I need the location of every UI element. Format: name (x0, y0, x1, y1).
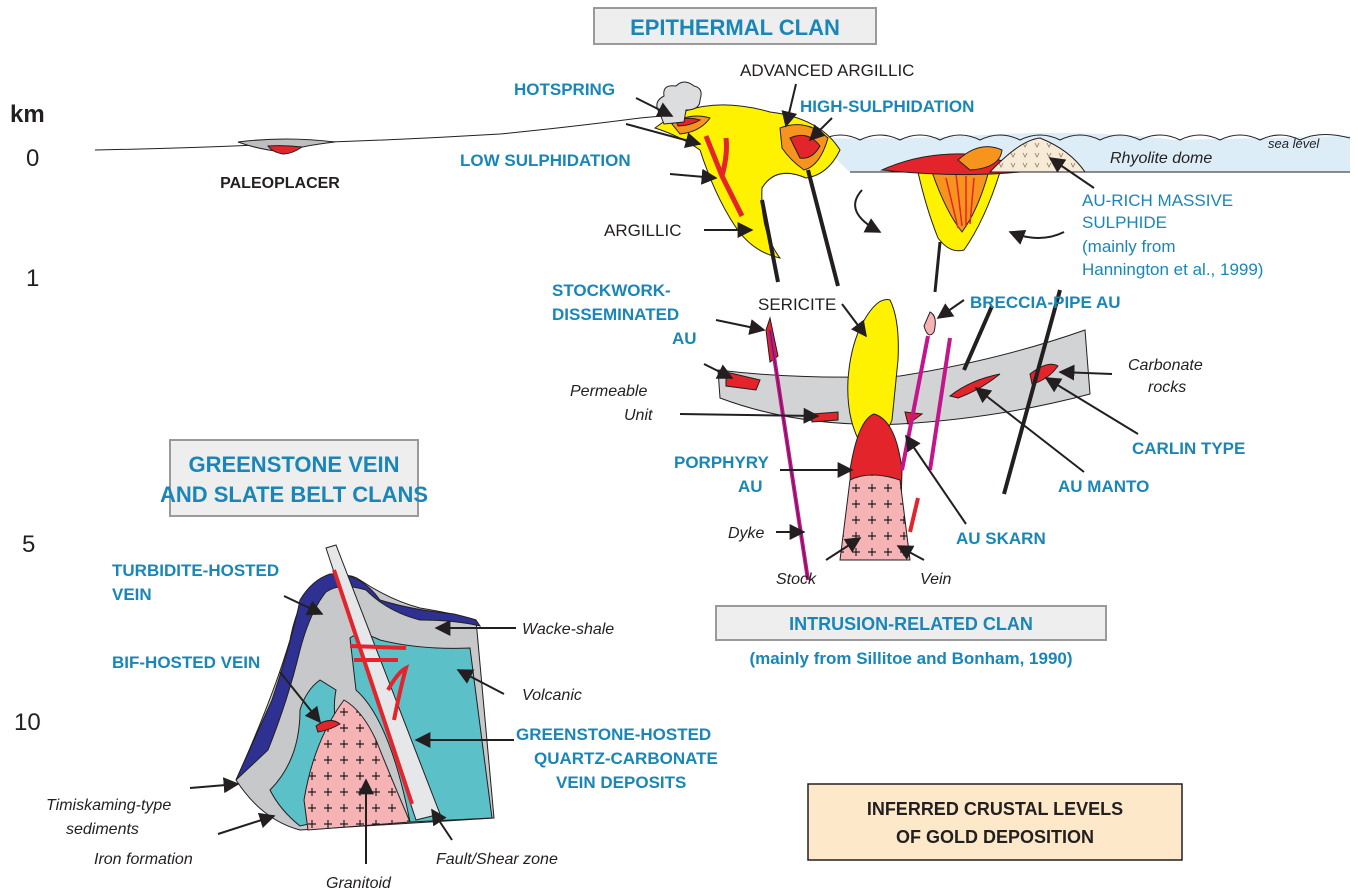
inferred-levels-box: INFERRED CRUSTAL LEVELS OF GOLD DEPOSITI… (808, 784, 1182, 860)
label-carbonate-line1: Carbonate (1128, 357, 1203, 374)
label-porphyry-line2: AU (738, 477, 763, 496)
depth-axis: km 0 1 5 10 (10, 101, 45, 736)
label-vms-line2: SULPHIDE (1082, 213, 1167, 232)
label-porphyry-line1: PORPHYRY (674, 453, 769, 472)
label-fault-shear: Fault/Shear zone (436, 851, 558, 868)
label-paleoplacer: PALEOPLACER (220, 175, 340, 192)
greenstone-title-line1: GREENSTONE VEIN (188, 452, 399, 477)
label-stockwork-line3: AU (672, 329, 697, 348)
label-sericite: SERICITE (758, 295, 836, 314)
label-timiskaming-line2: sediments (66, 821, 139, 838)
intrusion-source: (mainly from Sillitoe and Bonham, 1990) (749, 649, 1072, 668)
axis-tick-0: 0 (26, 145, 39, 172)
paleoplacer-deposit (238, 139, 335, 154)
label-permeable-line2: Unit (624, 407, 653, 424)
epithermal-title-box: EPITHERMAL CLAN (594, 8, 876, 44)
label-timiskaming-line1: Timiskaming-type (46, 797, 171, 814)
label-high-sulphidation: HIGH-SULPHIDATION (800, 97, 974, 116)
label-greenstone-qc-line3: VEIN DEPOSITS (556, 773, 686, 792)
label-vms-line1: AU-RICH MASSIVE (1082, 191, 1233, 210)
intrusion-title: INTRUSION-RELATED CLAN (789, 614, 1033, 634)
label-argillic: ARGILLIC (604, 221, 681, 240)
label-breccia-pipe: BRECCIA-PIPE AU (970, 293, 1121, 312)
label-turbidite-line1: TURBIDITE-HOSTED (112, 561, 279, 580)
axis-tick-1: 1 (26, 265, 39, 292)
intrusion-title-box: INTRUSION-RELATED CLAN (mainly from Sill… (716, 606, 1106, 668)
label-vms-line3: (mainly from (1082, 237, 1176, 256)
axis-tick-10: 10 (14, 709, 41, 736)
inferred-title-line1: INFERRED CRUSTAL LEVELS (867, 799, 1123, 819)
label-sea-level: sea level (1268, 136, 1320, 151)
label-stockwork-line2: DISSEMINATED (552, 305, 679, 324)
greenstone-title-line2: AND SLATE BELT CLANS (160, 482, 428, 507)
label-volcanic: Volcanic (522, 687, 582, 704)
label-carbonate-line2: rocks (1148, 379, 1186, 396)
inferred-title-line2: OF GOLD DEPOSITION (896, 827, 1094, 847)
label-vein: Vein (920, 571, 952, 588)
label-hotspring: HOTSPRING (514, 80, 615, 99)
epithermal-title: EPITHERMAL CLAN (630, 15, 840, 40)
label-au-manto: AU MANTO (1058, 477, 1149, 496)
greenstone-title-box: GREENSTONE VEIN AND SLATE BELT CLANS (160, 440, 428, 516)
label-turbidite-line2: VEIN (112, 585, 152, 604)
axis-unit: km (10, 101, 45, 128)
label-stock: Stock (776, 571, 817, 588)
label-au-skarn: AU SKARN (956, 529, 1046, 548)
label-wacke-shale: Wacke-shale (522, 621, 614, 638)
label-permeable-line1: Permeable (570, 383, 647, 400)
label-granitoid: Granitoid (326, 875, 392, 890)
axis-tick-5: 5 (22, 531, 35, 558)
label-advanced-argillic: ADVANCED ARGILLIC (740, 61, 914, 80)
label-iron-formation: Iron formation (94, 851, 193, 868)
label-dyke: Dyke (728, 525, 765, 542)
label-bif-hosted: BIF-HOSTED VEIN (112, 653, 260, 672)
label-stockwork-line1: STOCKWORK- (552, 281, 671, 300)
label-carlin: CARLIN TYPE (1132, 439, 1245, 458)
label-vms-line4: Hannington et al., 1999) (1082, 260, 1263, 279)
label-rhyolite-dome: Rhyolite dome (1110, 150, 1212, 167)
label-greenstone-qc-line2: QUARTZ-CARBONATE (534, 749, 718, 768)
label-low-sulphidation: LOW SULPHIDATION (460, 151, 631, 170)
label-greenstone-qc-line1: GREENSTONE-HOSTED (516, 725, 711, 744)
